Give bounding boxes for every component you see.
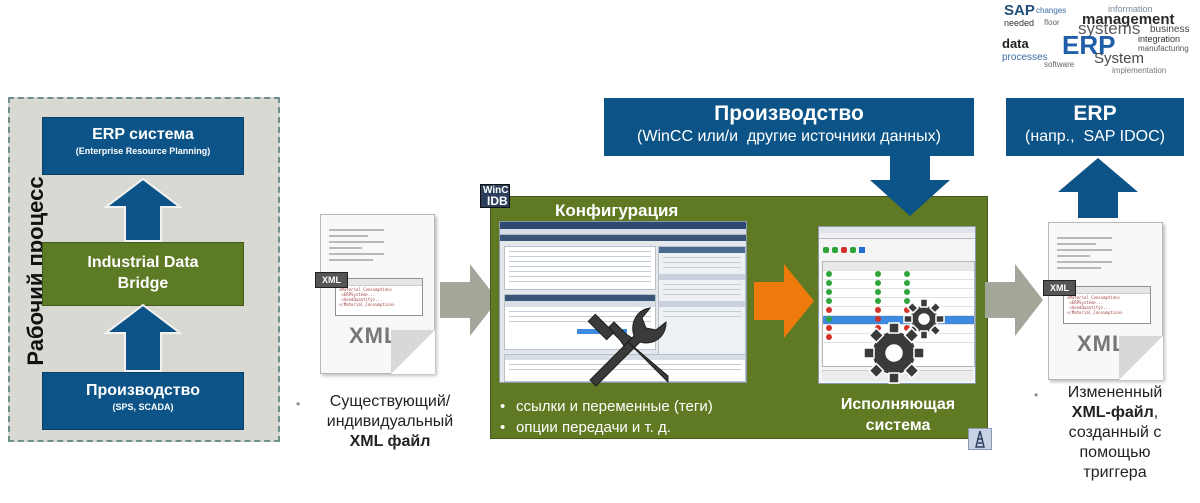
modified-xml-document: <Material_Consumption> <ERPSystem>... <G…	[1043, 222, 1163, 380]
word-cloud-word: floor	[1044, 18, 1060, 27]
wincc-idb-logo-bottom: IDB	[487, 194, 508, 208]
runtime-caption-line-2: система	[865, 417, 931, 434]
config-titlebar	[500, 222, 746, 229]
existing-xml-caption-line-2: индивидуальный	[326, 413, 454, 430]
production-banner: Производство (WinCC или/и другие источни…	[604, 98, 974, 156]
production-to-bridge-up-arrow	[104, 303, 182, 373]
config-tag-tree	[504, 246, 656, 290]
erp-system-box: ERP система (Enterprise Resource Plannin…	[42, 117, 244, 175]
xml-label: XML	[1077, 331, 1127, 356]
xml-text-lines	[1057, 233, 1112, 273]
modified-xml-caption: • Измененный XML-файл, созданный с помощ…	[1034, 383, 1190, 483]
word-cloud-word: systems	[1078, 19, 1141, 38]
bridge-to-erp-up-arrow	[104, 177, 182, 243]
modified-xml-caption-line-3: созданный с	[1068, 424, 1162, 441]
erp-system-subtitle: (Enterprise Resource Planning)	[75, 146, 211, 156]
config-toolbar	[500, 235, 746, 241]
industrial-data-bridge-box: Industrial Data Bridge	[42, 242, 244, 306]
word-cloud-word: business	[1150, 24, 1190, 35]
wrench-screwdriver-icon	[580, 300, 680, 397]
config-menubar	[500, 229, 746, 235]
production-banner-subtitle: (WinCC или/и другие источники данных)	[637, 128, 941, 145]
modified-xml-caption-line-1: Измененный	[1067, 384, 1163, 401]
page-fold	[1119, 336, 1163, 380]
modified-xml-caption-comma: ,	[1153, 404, 1159, 421]
word-cloud-word: integration	[1138, 34, 1181, 44]
wincc-idb-logo-top: WinC	[483, 185, 509, 196]
word-cloud-word: ERP	[1062, 30, 1116, 60]
caption-bullet: •	[296, 397, 301, 411]
runtime-caption-line-1: Исполняющая	[840, 396, 956, 413]
xml-text-lines	[329, 225, 384, 265]
config-bullet-list: •ссылки и переменные (теги) •опции перед…	[500, 396, 800, 438]
configuration-screenshot	[499, 221, 747, 383]
modified-xml-caption-line-4: помощью	[1079, 444, 1151, 461]
erp-banner-title: ERP	[1073, 102, 1117, 125]
production-banner-title: Производство	[714, 102, 864, 125]
runtime-to-xml-arrow	[983, 262, 1045, 338]
production-title: Производство	[85, 382, 201, 399]
erp-banner: ERP (напр., SAP IDOC)	[1006, 98, 1184, 156]
network-tower-icon	[968, 428, 992, 450]
xml-editor-window: <Material_Consumption> <ERPSystem>... <G…	[1063, 286, 1151, 324]
modified-xml-caption-bold: XML-файл	[1071, 404, 1154, 421]
config-consumer-tab	[504, 294, 656, 350]
caption-bullet: •	[1034, 388, 1039, 402]
production-box: Производство (SPS, SCADA)	[42, 372, 244, 430]
production-subtitle: (SPS, SCADA)	[112, 402, 174, 412]
word-cloud-word: implementation	[1112, 66, 1167, 75]
config-bullet-item: •ссылки и переменные (теги)	[500, 398, 713, 415]
runtime-toolbar	[823, 241, 973, 255]
xml-editor-window: <Material_Consumption> <ERPSystem>... <G…	[335, 278, 423, 316]
erp-word-cloud: SAP changes information management neede…	[1000, 2, 1198, 80]
config-bullet-text: ссылки и переменные (теги)	[516, 398, 713, 415]
erp-banner-subtitle: (напр., SAP IDOC)	[1025, 128, 1165, 145]
word-cloud-word: data	[1002, 36, 1029, 51]
production-down-arrow	[868, 156, 952, 218]
bridge-line-2: Bridge	[117, 275, 169, 292]
xml-label: XML	[349, 323, 399, 348]
configuration-title: Конфигурация	[555, 201, 679, 220]
existing-xml-caption: • Существующий/ индивидуальный XML файл	[296, 392, 480, 452]
word-cloud-word: manufacturing	[1138, 44, 1189, 53]
word-cloud-word: processes	[1002, 52, 1048, 63]
runtime-caption: Исполняющая система	[818, 394, 978, 436]
modified-xml-caption-line-5: триггера	[1083, 464, 1147, 481]
erp-system-title: ERP система	[92, 126, 194, 143]
config-bullet-text: опции передачи и т. д.	[516, 419, 671, 436]
word-cloud-word: SAP	[1004, 2, 1035, 19]
word-cloud-word: System	[1094, 50, 1145, 67]
config-to-runtime-orange-arrow	[752, 262, 816, 340]
wincc-idb-logo: WinC IDB	[480, 184, 510, 208]
xml-badge: XML	[315, 272, 348, 288]
page-fold	[391, 330, 435, 374]
modified-xml-caption-line-2: XML-файл,	[1040, 403, 1190, 423]
bridge-line-1: Industrial Data	[87, 254, 199, 271]
gears-icon	[860, 295, 960, 390]
word-cloud-word: management	[1082, 11, 1175, 28]
existing-xml-caption-line-1: Существующий/	[329, 393, 451, 410]
word-cloud-word: changes	[1036, 6, 1067, 15]
existing-xml-caption-bold: XML файл	[349, 433, 431, 450]
erp-up-arrow	[1056, 156, 1140, 218]
existing-xml-document: <Material_Consumption> <ERPSystem>... <G…	[315, 214, 435, 374]
word-cloud-word: needed	[1004, 18, 1035, 28]
config-properties-pane	[658, 246, 746, 358]
config-bullet-item: •опции передачи и т. д.	[500, 419, 671, 436]
word-cloud-word: information	[1108, 4, 1153, 14]
xml-to-config-arrow	[438, 262, 500, 338]
word-cloud-word: software	[1044, 60, 1075, 69]
xml-badge: XML	[1043, 280, 1076, 296]
